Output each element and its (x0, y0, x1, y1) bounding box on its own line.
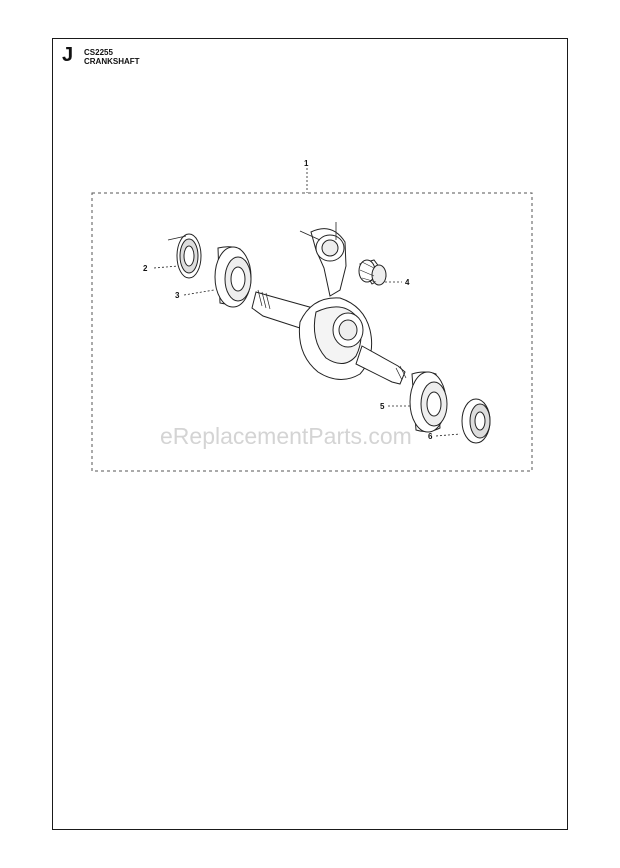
section-letter: J (62, 44, 74, 66)
assembly-box (91, 192, 533, 472)
leader-2b (167, 235, 187, 241)
bearing-right (409, 371, 448, 433)
leader-6 (435, 433, 461, 437)
callout-3: 3 (175, 291, 180, 300)
seal-left (176, 233, 202, 279)
diagram-title: CRANKSHAFT (84, 57, 140, 66)
bearing-left (214, 246, 252, 308)
leader-3 (183, 289, 215, 296)
callout-6: 6 (428, 432, 433, 441)
watermark: eReplacementParts.com (160, 423, 412, 449)
crankshaft (251, 222, 407, 385)
model-number: CS2255 (84, 48, 113, 57)
page-frame (52, 38, 568, 830)
callout-5: 5 (380, 402, 385, 411)
needle-bearing (358, 259, 387, 286)
callout-1: 1 (304, 159, 309, 168)
seal-right (461, 398, 491, 444)
callout-2: 2 (143, 264, 148, 273)
leader-2 (153, 265, 179, 269)
callout-4: 4 (405, 278, 410, 287)
